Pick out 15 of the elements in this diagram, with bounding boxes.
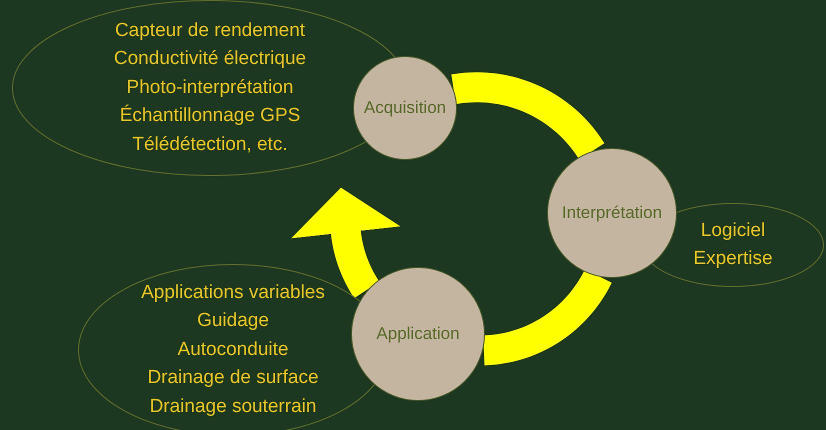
- list-item: Drainage souterrain: [150, 394, 316, 419]
- list-item: Autoconduite: [178, 338, 288, 362]
- stage-label: Interprétation: [562, 203, 662, 223]
- stage-label: Application: [376, 324, 460, 344]
- list-item: Expertise: [693, 247, 773, 271]
- list-item: Capteur de rendement: [114, 18, 306, 43]
- list-item: Guidage: [197, 309, 269, 334]
- stage-label: Acquisition: [364, 98, 446, 118]
- list-item: Logiciel: [700, 218, 766, 242]
- list-item: Photo-interprétation: [126, 76, 294, 100]
- list-item: Télédétection, etc.: [132, 132, 288, 157]
- list-item: Applications variables: [141, 280, 325, 305]
- list-item: Conductivité électrique: [114, 47, 306, 72]
- list-item: Drainage de surface: [147, 366, 319, 390]
- list-item: Échantillonnage GPS: [120, 104, 300, 128]
